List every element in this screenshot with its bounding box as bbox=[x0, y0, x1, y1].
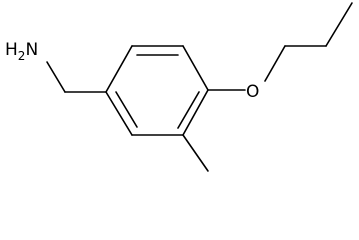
ring-double-bond-left bbox=[115, 91, 138, 128]
amine-label: H2N bbox=[5, 40, 38, 63]
bond-methyl bbox=[182, 134, 209, 172]
bond-n-ch2 bbox=[46, 61, 66, 93]
atom-labels: H2N O bbox=[5, 40, 259, 102]
bonds bbox=[46, 2, 353, 172]
ring-double-bond-right bbox=[177, 91, 200, 129]
oxygen-label: O bbox=[246, 82, 259, 102]
bond-oxygen-ch2 bbox=[264, 45, 286, 82]
ring-bond-4 bbox=[182, 89, 209, 136]
ring-bond-3 bbox=[182, 45, 209, 91]
ring-bond-1 bbox=[105, 45, 133, 93]
bond-propyl-2 bbox=[325, 2, 353, 47]
chemical-structure: H2N O bbox=[5, 2, 353, 172]
ring-bond-6 bbox=[105, 91, 133, 136]
